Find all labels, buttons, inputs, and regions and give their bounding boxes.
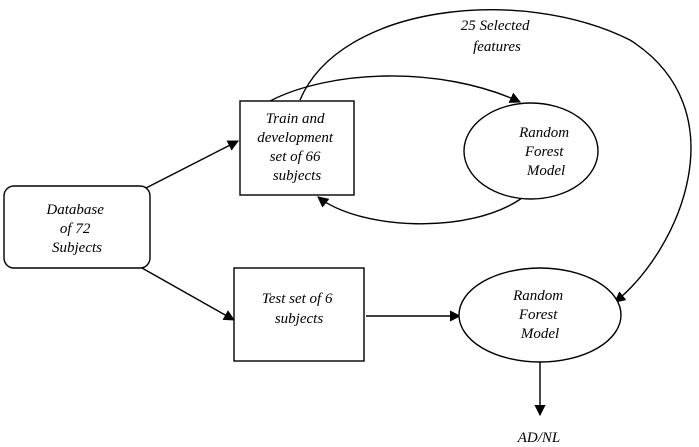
output-label: AD/NL xyxy=(517,430,561,446)
edge-train-to-rf-top xyxy=(269,75,522,103)
edge-database-to-test xyxy=(141,267,235,321)
selected-features-line-2: features xyxy=(473,39,521,55)
test-set-label-line-2: subjects xyxy=(275,311,323,327)
database-label-line-3: Subjects xyxy=(52,240,102,256)
train-set-label-line-2: development xyxy=(257,130,334,146)
database-label: Database of 72 Subjects xyxy=(45,202,107,256)
test-set-label-line-1: Test set of 6 xyxy=(262,291,333,307)
rf-model-top-label-line-3: Model xyxy=(526,163,565,179)
rf-model-top-node: Random Forest Model xyxy=(463,102,599,200)
rf-model-bottom-ellipse xyxy=(458,267,622,363)
rf-model-top-ellipse xyxy=(463,102,599,200)
train-set-box xyxy=(239,100,355,196)
database-node: Database of 72 Subjects xyxy=(3,185,151,269)
database-label-line-1: Database xyxy=(45,202,104,218)
rf-model-bottom-label-line-1: Random xyxy=(512,288,563,304)
edge-database-to-train xyxy=(145,140,239,189)
edge-rf-top-to-train xyxy=(317,196,523,225)
database-box xyxy=(3,185,151,269)
rf-model-top-label-line-1: Random xyxy=(518,125,569,141)
edge-feature-selection-loop xyxy=(299,9,692,303)
selected-features-label: 25 Selected features xyxy=(461,18,533,55)
train-set-label-line-3: set of 66 xyxy=(270,149,321,165)
rf-model-bottom-node: Random Forest Model xyxy=(458,267,622,363)
rf-model-top-label: Random Forest Model xyxy=(518,125,573,179)
test-set-box xyxy=(233,267,365,362)
test-set-label: Test set of 6 subjects xyxy=(262,291,336,327)
test-set-node: Test set of 6 subjects xyxy=(233,267,365,362)
train-set-node: Train and development set of 66 subjects xyxy=(239,100,355,196)
rf-model-bottom-label-line-3: Model xyxy=(520,326,559,342)
database-label-line-2: of 72 xyxy=(60,221,91,237)
rf-model-top-label-line-2: Forest xyxy=(524,144,564,160)
rf-model-bottom-label-line-2: Forest xyxy=(518,307,558,323)
train-set-label: Train and development set of 66 subjects xyxy=(257,111,337,184)
train-set-label-line-1: Train and xyxy=(266,111,325,127)
selected-features-line-1: 25 Selected xyxy=(461,18,530,34)
train-set-label-line-4: subjects xyxy=(273,168,321,184)
rf-model-bottom-label: Random Forest Model xyxy=(512,288,567,342)
